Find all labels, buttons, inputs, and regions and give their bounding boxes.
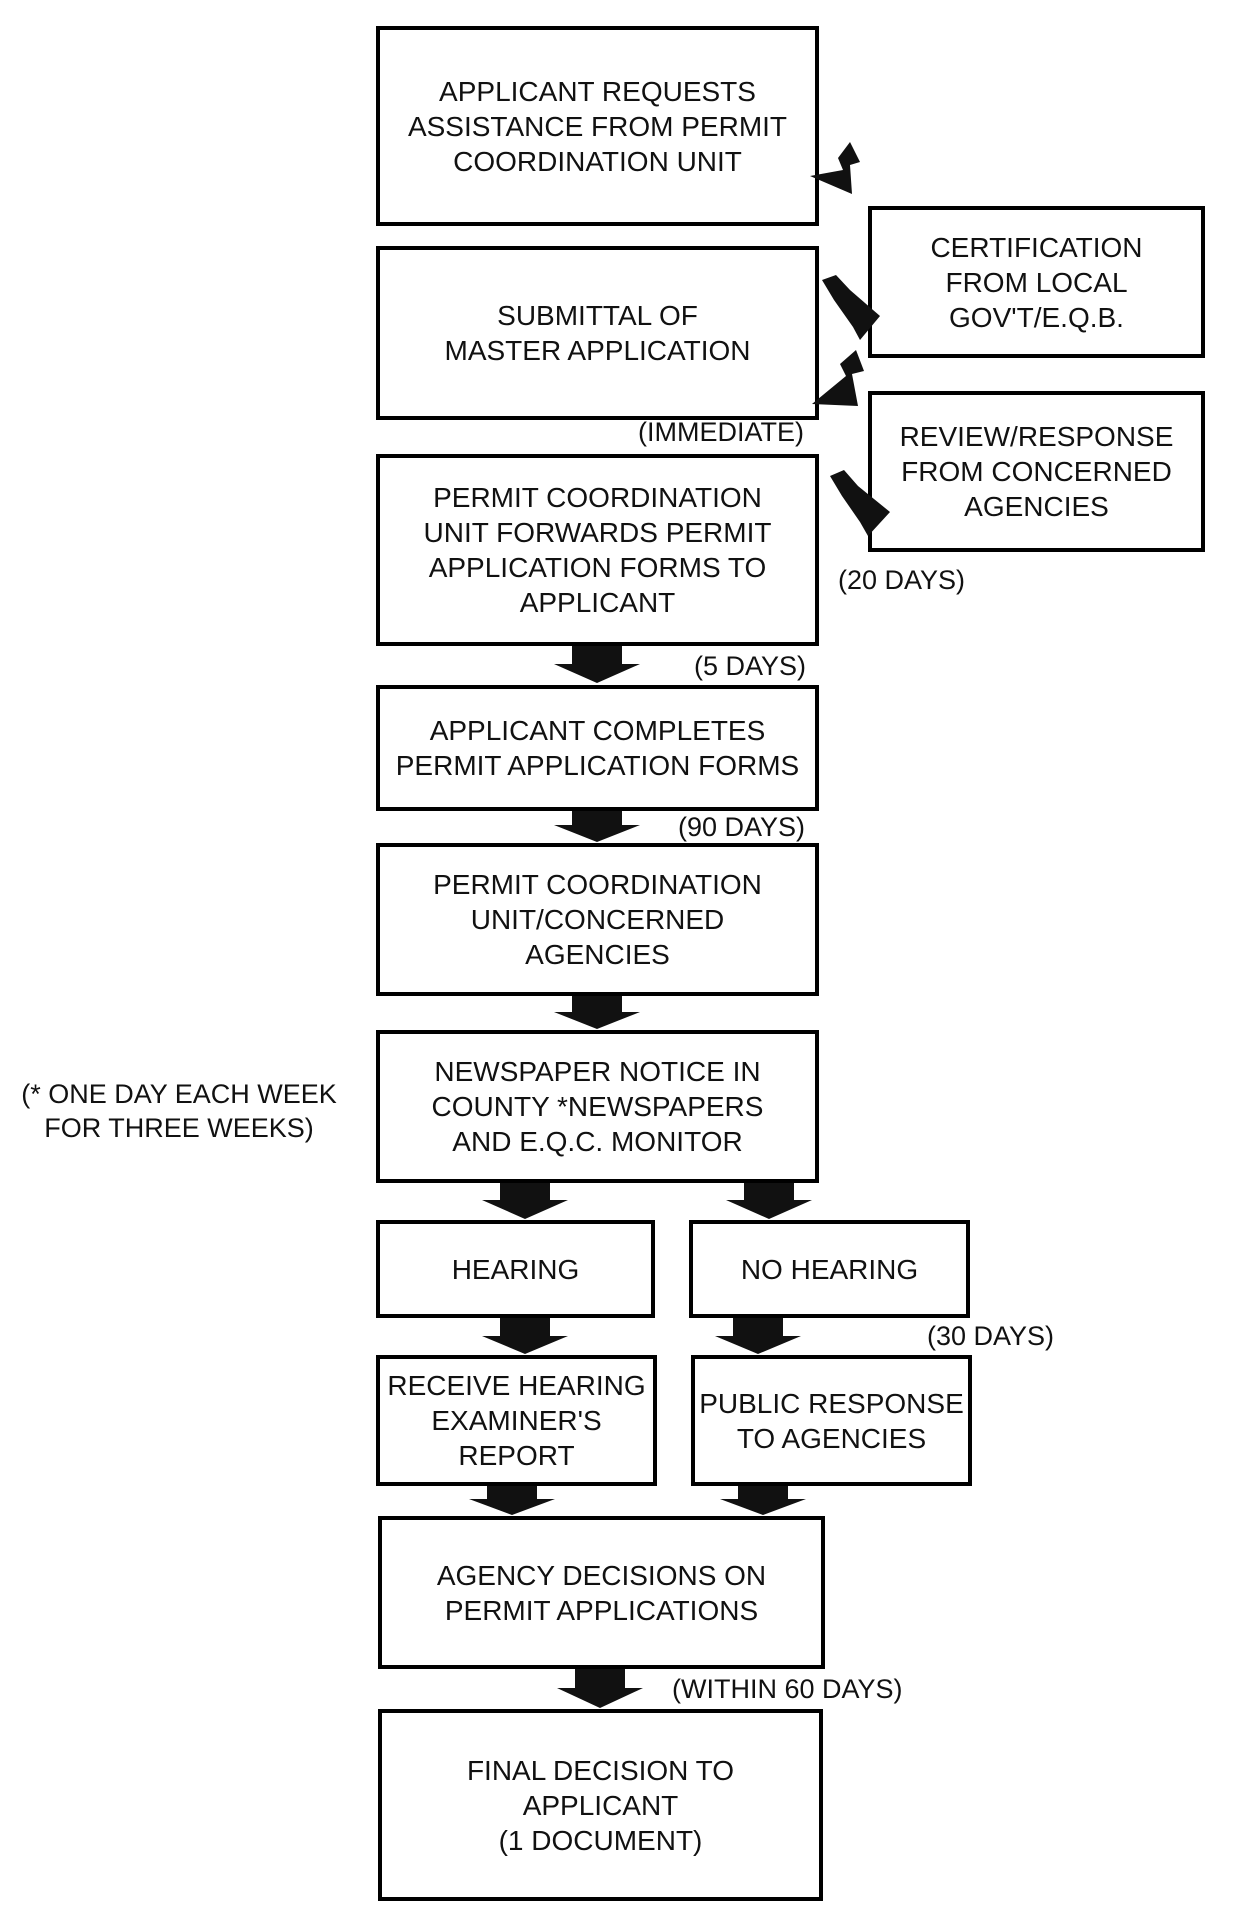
arrow-review-to-newspaper (554, 996, 640, 1029)
node-agency-review: REVIEW/RESPONSE FROM CONCERNED AGENCIES (868, 391, 1205, 552)
text-line: COORDINATION UNIT (453, 145, 742, 177)
text-line: (1 DOCUMENT) (498, 1824, 703, 1856)
arrow-complete-to-review (554, 811, 640, 842)
text-line: AGENCY DECISIONS ON (436, 1559, 767, 1591)
label-30-days: (30 DAYS) (927, 1321, 1055, 1351)
text-line: COUNTY *NEWSPAPERS (431, 1091, 764, 1122)
text-line: TO AGENCIES (736, 1422, 927, 1454)
arrow-master-to-review (812, 350, 864, 406)
text-line: NEWSPAPER NOTICE IN (434, 1056, 761, 1087)
text-line: PERMIT COORDINATION (433, 482, 762, 513)
text-line: PUBLIC RESPONSE (699, 1387, 964, 1419)
node-newspaper-notice: NEWSPAPER NOTICE IN COUNTY *NEWSPAPERS AND… (376, 1030, 819, 1183)
arrow-request-to-certification (810, 142, 860, 194)
node-master-application: SUBMITTAL OF MASTER APPLICATION (376, 246, 819, 420)
text-line: APPLICANT (522, 1789, 679, 1821)
text-line: REPORT (458, 1440, 575, 1471)
text-line: AGENCIES (525, 939, 670, 970)
arrow-certification-to-master (822, 275, 880, 340)
node-examiner-report: RECEIVE HEARING EXAMINER'S REPORT (376, 1355, 657, 1486)
arrow-newspaper-to-no-hearing (726, 1183, 812, 1219)
text-line: FROM LOCAL (945, 266, 1128, 298)
text-line: APPLICANT (519, 587, 676, 618)
node-complete-forms: APPLICANT COMPLETES PERMIT APPLICATION FO… (376, 685, 819, 811)
arrow-newspaper-to-hearing (482, 1183, 568, 1219)
footnote-newspaper-frequency: (* ONE DAY EACH WEEK FOR THREE WEEKS) (0, 1077, 358, 1145)
text-line: APPLICATION FORMS TO (428, 552, 767, 583)
text-line: NO HEARING (740, 1253, 919, 1285)
text-line: REVIEW/RESPONSE (899, 421, 1174, 452)
text-line: PERMIT COORDINATION (433, 869, 762, 900)
text-line: AGENCIES (964, 491, 1109, 522)
text-line: (* ONE DAY EACH WEEK (21, 1079, 337, 1109)
arrow-response-to-decisions (720, 1486, 806, 1515)
arrow-review-to-forward (830, 470, 890, 536)
text-line: EXAMINER'S (431, 1405, 602, 1436)
text-line: APPLICANT COMPLETES (429, 715, 766, 746)
arrow-hearing-to-report (482, 1318, 568, 1354)
arrow-no-hearing-to-response (715, 1318, 801, 1354)
label-within-60-days: (WITHIN 60 DAYS) (672, 1674, 903, 1704)
node-forward-forms: PERMIT COORDINATION UNIT FORWARDS PERMIT A… (376, 454, 819, 646)
text-line: ASSISTANCE FROM PERMIT (407, 110, 788, 142)
text-line: FINAL DECISION TO (466, 1754, 735, 1786)
text-line: CERTIFICATION (930, 231, 1143, 263)
text-line: SUBMITTAL OF (497, 300, 698, 331)
text-line: RECEIVE HEARING (387, 1370, 646, 1401)
text-line: UNIT FORWARDS PERMIT (423, 517, 772, 548)
text-line: HEARING (451, 1253, 580, 1285)
text-line: PERMIT APPLICATION FORMS (395, 750, 800, 781)
arrow-decisions-to-final (557, 1669, 643, 1708)
text-line: GOV'T/E.Q.B. (949, 301, 1124, 333)
text-line: AND E.Q.C. MONITOR (452, 1126, 743, 1157)
text-line: UNIT/CONCERNED (470, 904, 725, 935)
node-no-hearing: NO HEARING (689, 1220, 970, 1318)
label-immediate: (IMMEDIATE) (638, 417, 804, 447)
text-line: FROM CONCERNED (901, 456, 1172, 487)
arrow-forward-to-complete (554, 646, 640, 683)
node-pcu-agencies: PERMIT COORDINATION UNIT/CONCERNED AGENCIE… (376, 843, 819, 996)
label-90-days: (90 DAYS) (678, 812, 806, 842)
label-5-days: (5 DAYS) (694, 651, 807, 681)
text-line: FOR THREE WEEKS) (44, 1113, 314, 1143)
node-hearing: HEARING (376, 1220, 655, 1318)
text-line: MASTER APPLICATION (444, 335, 751, 366)
text-line: PERMIT APPLICATIONS (444, 1594, 759, 1626)
text-line: APPLICANT REQUESTS (439, 75, 756, 107)
arrow-report-to-decisions (469, 1486, 555, 1515)
label-20-days: (20 DAYS) (838, 565, 966, 595)
